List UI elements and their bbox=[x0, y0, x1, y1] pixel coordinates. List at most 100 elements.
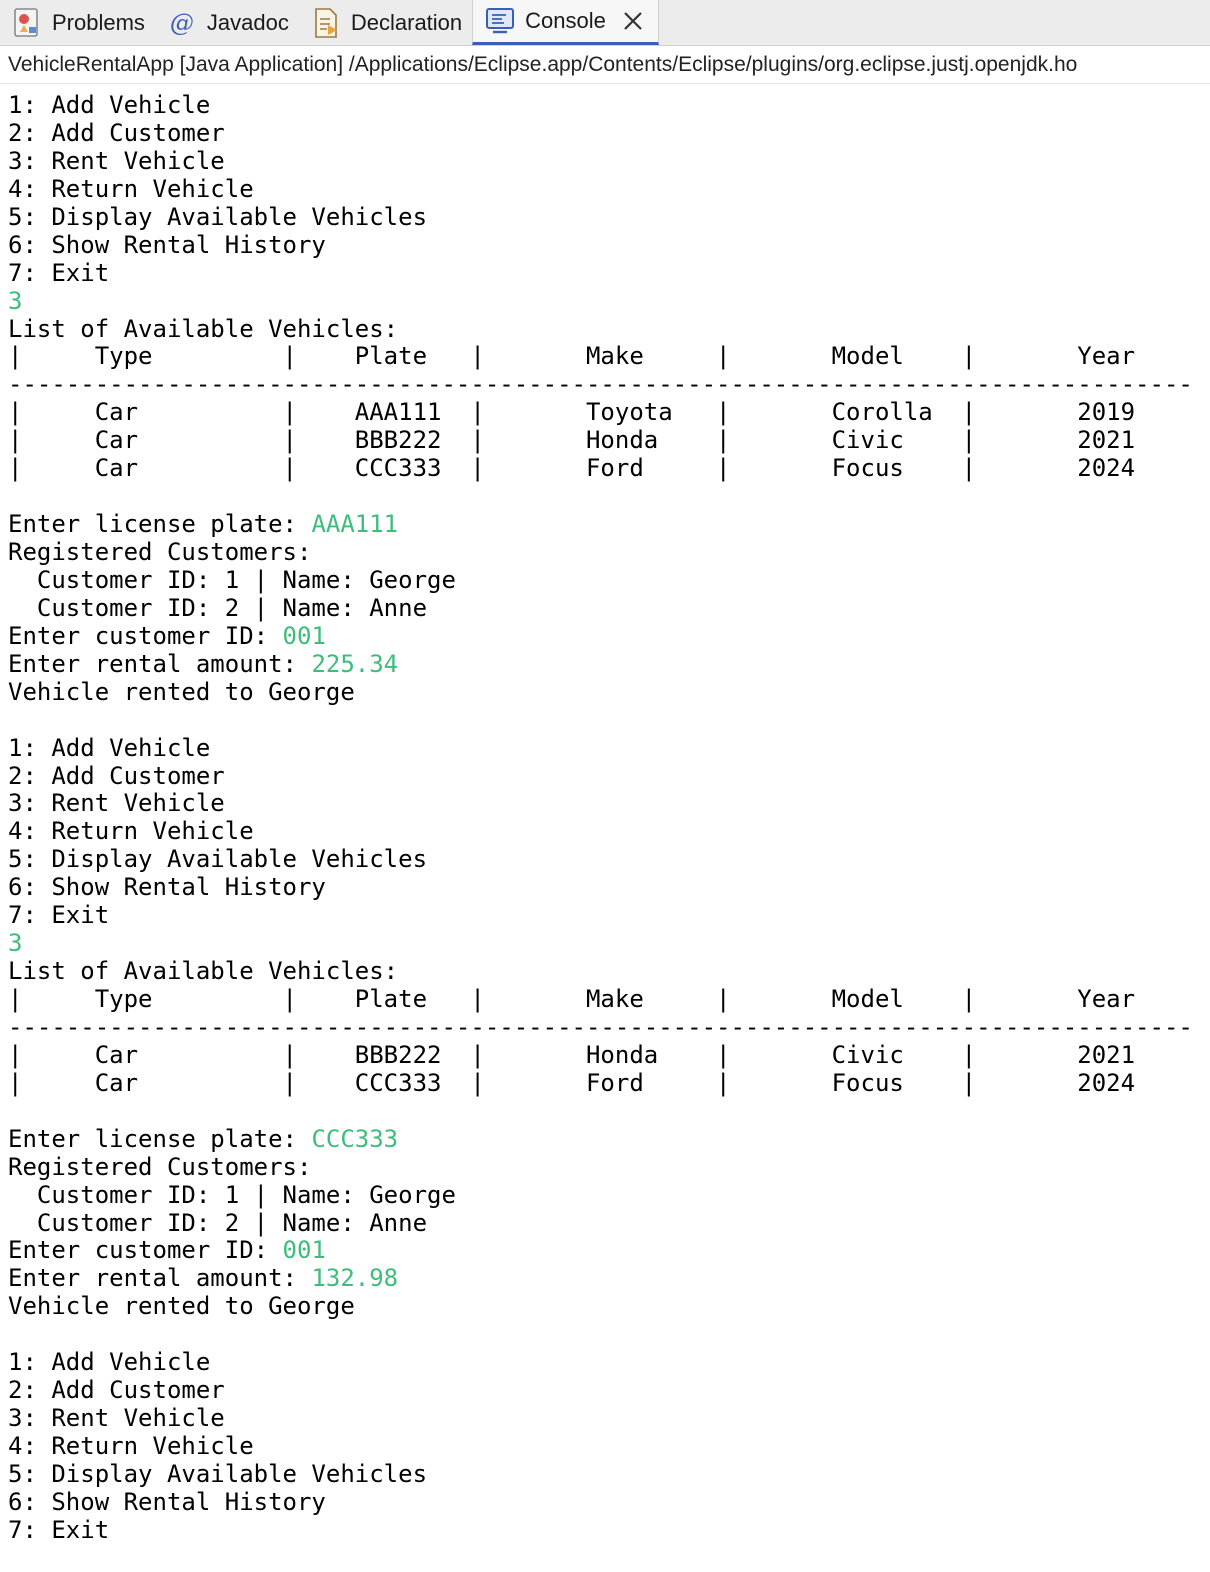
console-line-text: 5: Display Available Vehicles bbox=[8, 1459, 428, 1488]
console-line: ----------------------------------------… bbox=[8, 1012, 1210, 1042]
console-line-text: | Type | Plate | Make | Model | Year | bbox=[8, 342, 1210, 371]
console-line-text: 5: Display Available Vehicles bbox=[8, 845, 428, 874]
console-line-text: Customer ID: 1 | Name: George bbox=[8, 565, 456, 594]
console-line: Customer ID: 1 | Name: George bbox=[8, 1180, 1210, 1210]
console-line: Customer ID: 2 | Name: Anne bbox=[8, 594, 1210, 623]
console-line: | Type | Plate | Make | Model | Year | bbox=[8, 985, 1210, 1014]
console-line-text: 7: Exit bbox=[8, 1515, 110, 1544]
close-icon[interactable] bbox=[622, 10, 644, 32]
console-line-text: 1: Add Vehicle bbox=[8, 1348, 211, 1377]
console-line: 1: Add Vehicle bbox=[8, 1348, 1210, 1377]
console-line-text: | Car | CCC333 | Ford | Focus | 2024 | bbox=[8, 454, 1210, 483]
console-line-text: 4: Return Vehicle bbox=[8, 174, 254, 203]
console-line: Customer ID: 1 | Name: George bbox=[8, 565, 1210, 595]
console-line-text: Customer ID: 1 | Name: George bbox=[8, 1180, 456, 1209]
console-line-text: 2: Add Customer bbox=[8, 118, 225, 147]
console-line: 2: Add Customer bbox=[8, 1376, 1210, 1405]
console-line-text: Vehicle rented to George bbox=[8, 677, 355, 706]
console-line: List of Available Vehicles: bbox=[8, 957, 1210, 986]
console-user-input: 3 bbox=[8, 286, 23, 315]
console-line-text: 5: Display Available Vehicles bbox=[8, 202, 428, 231]
console-line: 1: Add Vehicle bbox=[8, 733, 1210, 763]
console-line-text: Enter license plate: bbox=[8, 1124, 312, 1153]
tab-console[interactable]: Console bbox=[472, 0, 659, 45]
console-line: 4: Return Vehicle bbox=[8, 174, 1210, 204]
console-line: 3 bbox=[8, 286, 1210, 316]
console-line: | Car | CCC333 | Ford | Focus | 2024 | bbox=[8, 454, 1210, 483]
console-line: Enter rental amount: 132.98 bbox=[8, 1264, 1210, 1293]
console-line: List of Available Vehicles: bbox=[8, 314, 1210, 344]
tab-problems[interactable]: Problems bbox=[0, 0, 155, 45]
console-line: 4: Return Vehicle bbox=[8, 817, 1210, 846]
console-line: Registered Customers: bbox=[8, 1152, 1210, 1182]
declaration-icon bbox=[309, 6, 343, 40]
console-line-text: 4: Return Vehicle bbox=[8, 817, 254, 846]
console-line: 2: Add Customer bbox=[8, 118, 1210, 148]
console-line bbox=[8, 1321, 1210, 1349]
console-user-input: 001 bbox=[282, 1236, 326, 1265]
console-line: 5: Display Available Vehicles bbox=[8, 202, 1210, 232]
console-line: Enter customer ID: 001 bbox=[8, 621, 1210, 651]
console-line: 4: Return Vehicle bbox=[8, 1432, 1210, 1461]
console-line-text: 7: Exit bbox=[8, 901, 110, 930]
console-line-text: Enter rental amount: bbox=[8, 1264, 312, 1293]
console-line-text: | Car | AAA111 | Toyota | Corolla | 2019… bbox=[8, 398, 1210, 427]
console-line-text: 7: Exit bbox=[8, 258, 110, 287]
console-line: 3 bbox=[8, 929, 1210, 958]
console-line: Registered Customers: bbox=[8, 538, 1210, 567]
console-line-text: 3: Rent Vehicle bbox=[8, 146, 225, 175]
console-line-text: Customer ID: 2 | Name: Anne bbox=[8, 1208, 428, 1237]
console-user-input: 001 bbox=[282, 621, 326, 650]
console-line: Enter rental amount: 225.34 bbox=[8, 649, 1210, 679]
console-line: Customer ID: 2 | Name: Anne bbox=[8, 1208, 1210, 1238]
console-user-input: 225.34 bbox=[311, 649, 399, 678]
console-line: 3: Rent Vehicle bbox=[8, 1404, 1210, 1433]
console-line: | Car | BBB222 | Honda | Civic | 2021 | bbox=[8, 426, 1210, 455]
console-user-input: CCC333 bbox=[311, 1124, 399, 1153]
console-line: Vehicle rented to George bbox=[8, 677, 1210, 707]
console-line-text: 2: Add Customer bbox=[8, 761, 225, 790]
console-user-input: AAA111 bbox=[311, 510, 399, 539]
console-line: 3: Rent Vehicle bbox=[8, 789, 1210, 818]
problems-icon bbox=[10, 6, 44, 40]
tab-javadoc[interactable]: @ Javadoc bbox=[155, 0, 299, 45]
tab-declaration[interactable]: Declaration bbox=[299, 0, 472, 45]
console-line: 6: Show Rental History bbox=[8, 1488, 1210, 1517]
tab-declaration-label: Declaration bbox=[350, 9, 463, 35]
console-line: 2: Add Customer bbox=[8, 761, 1210, 791]
console-line bbox=[8, 1098, 1210, 1126]
console-line: ----------------------------------------… bbox=[8, 370, 1210, 399]
console-line-text: 6: Show Rental History bbox=[8, 873, 326, 902]
console-line-text: List of Available Vehicles: bbox=[8, 957, 399, 986]
console-line: | Car | CCC333 | Ford | Focus | 2024 | bbox=[8, 1069, 1210, 1098]
console-line: Enter license plate: CCC333 bbox=[8, 1124, 1210, 1154]
console-line-text: ----------------------------------------… bbox=[8, 1012, 1193, 1041]
console-line: | Type | Plate | Make | Model | Year | bbox=[8, 342, 1210, 371]
console-line: 3: Rent Vehicle bbox=[8, 146, 1210, 176]
tab-console-label: Console bbox=[525, 8, 606, 33]
console-line-text: 2: Add Customer bbox=[8, 1376, 225, 1405]
console-line bbox=[8, 483, 1210, 511]
console-line-text: Registered Customers: bbox=[8, 1152, 312, 1181]
console-line: | Car | AAA111 | Toyota | Corolla | 2019… bbox=[8, 398, 1210, 427]
console-line: 5: Display Available Vehicles bbox=[8, 845, 1210, 874]
console-user-input: 3 bbox=[8, 929, 23, 958]
console-line-text: 1: Add Vehicle bbox=[8, 91, 211, 119]
console-line-text: 1: Add Vehicle bbox=[8, 733, 211, 762]
console-line: 5: Display Available Vehicles bbox=[8, 1459, 1210, 1489]
console-line: Vehicle rented to George bbox=[8, 1292, 1210, 1321]
console-line: 6: Show Rental History bbox=[8, 231, 1210, 260]
console-line-text: Registered Customers: bbox=[8, 538, 312, 566]
console-line-text: List of Available Vehicles: bbox=[8, 314, 399, 343]
console-line-text: | Car | BBB222 | Honda | Civic | 2021 | bbox=[8, 426, 1210, 455]
view-tab-bar: Problems @ Javadoc Declaration Console bbox=[0, 0, 1210, 46]
console-line: Enter customer ID: 001 bbox=[8, 1236, 1210, 1265]
console-line-text: 3: Rent Vehicle bbox=[8, 789, 225, 818]
console-user-input: 132.98 bbox=[311, 1264, 399, 1293]
console-line-text: Enter rental amount: bbox=[8, 649, 312, 678]
console-line: Enter license plate: AAA111 bbox=[8, 510, 1210, 539]
process-path-label: VehicleRentalApp [Java Application] /App… bbox=[0, 46, 1210, 84]
console-line-text: 4: Return Vehicle bbox=[8, 1432, 254, 1460]
console-line-text: Enter license plate: bbox=[8, 510, 312, 539]
